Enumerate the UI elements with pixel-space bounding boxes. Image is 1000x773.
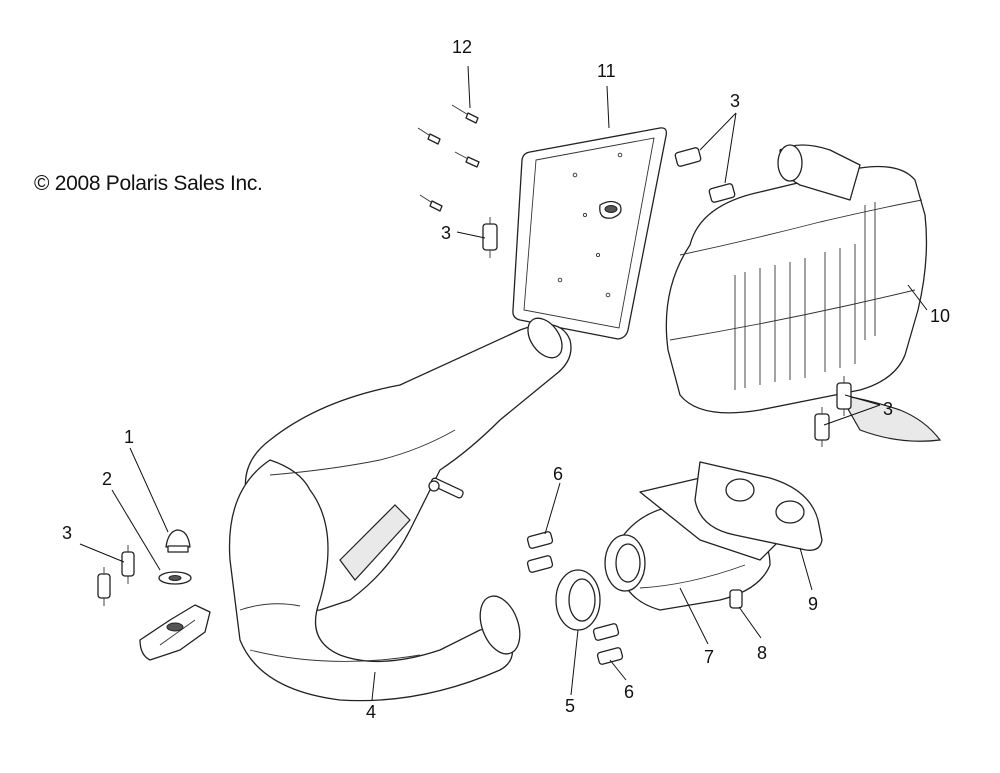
mount-bracket-assembly <box>97 529 211 661</box>
manifold-gasket-9 <box>694 461 823 551</box>
callout-6-lower: 6 <box>624 682 635 702</box>
seal-ring-5 <box>555 569 601 631</box>
callout-1: 1 <box>124 427 135 447</box>
callout-6-upper: 6 <box>553 464 564 484</box>
callout-2: 2 <box>102 469 113 489</box>
copyright-notice: © 2008 Polaris Sales Inc. <box>34 172 263 195</box>
callout-3-left: 3 <box>62 523 73 543</box>
callout-3-gasket: 3 <box>441 223 452 243</box>
callout-11: 11 <box>597 61 616 81</box>
gasket-plate-11 <box>512 127 668 340</box>
callout-7: 7 <box>704 647 715 667</box>
dowel-pin-8 <box>729 589 743 609</box>
screw-set-12 <box>417 104 480 212</box>
expansion-chamber-4 <box>228 317 572 702</box>
callout-10: 10 <box>930 306 951 326</box>
callout-3-top: 3 <box>730 91 741 111</box>
callout-4: 4 <box>366 702 377 722</box>
mount-grommets-3-right <box>814 376 852 447</box>
muffler-10 <box>665 144 942 442</box>
callout-12: 12 <box>452 37 473 57</box>
callout-8: 8 <box>757 643 768 663</box>
callout-9: 9 <box>808 594 819 614</box>
mount-grommets-3-upper <box>482 147 736 258</box>
callout-3-right: 3 <box>883 399 894 419</box>
leader-lines <box>79 65 928 701</box>
callout-5: 5 <box>565 696 576 716</box>
